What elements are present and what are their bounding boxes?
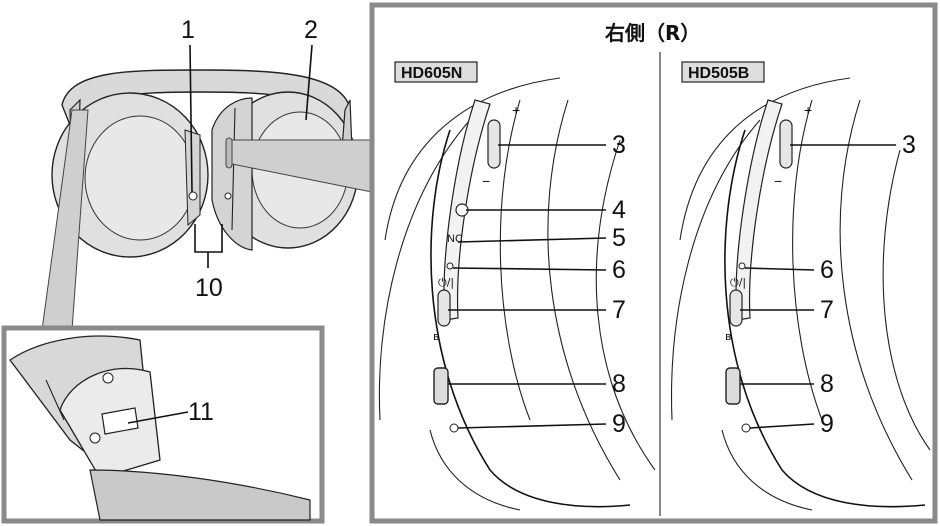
- bluetooth-icon: ʙ: [433, 330, 439, 343]
- hd605n-callout-9: 9: [612, 410, 626, 438]
- hd505b-callout-8: 8: [820, 370, 834, 398]
- model-label-hd505b: HD505B: [688, 65, 749, 82]
- hd605n-callout-3: 3: [612, 131, 626, 159]
- hd605n-callout-7: 7: [612, 296, 626, 324]
- callout-11: 11: [188, 398, 214, 426]
- hd605n-callout-5: 5: [612, 224, 626, 252]
- power-symbol-b: ⏻/|: [730, 276, 746, 289]
- panel-title: 右側（R）: [605, 21, 700, 45]
- minus-symbol-b: −: [774, 173, 782, 189]
- hd505b-callout-6: 6: [820, 256, 834, 284]
- hd505b-callout-7: 7: [820, 296, 834, 324]
- model-label-hd605n: HD605N: [401, 65, 462, 82]
- hd605n-callout-8: 8: [612, 370, 626, 398]
- plus-symbol: +: [512, 102, 520, 118]
- hd505b-callout-9: 9: [820, 410, 834, 438]
- minus-symbol: −: [482, 173, 490, 189]
- power-symbol: ⏻/|: [438, 276, 454, 289]
- nc-symbol: NC: [447, 233, 463, 245]
- hd605n-earcup: + − NC ⏻/| ʙ: [378, 77, 656, 511]
- hd605n-callout-6: 6: [612, 256, 626, 284]
- model-badge-hd605n: [394, 61, 478, 83]
- hd505b-callout-3: 3: [902, 131, 916, 159]
- callout-10: 10: [195, 274, 223, 302]
- callout-2: 2: [304, 16, 318, 44]
- bluetooth-icon-b: ʙ: [725, 330, 731, 343]
- callout-1: 1: [181, 16, 195, 44]
- plus-symbol-b: +: [804, 102, 812, 118]
- inset-illustration: [9, 335, 311, 521]
- hd605n-callout-4: 4: [612, 196, 626, 224]
- model-badge-hd505b: [681, 61, 765, 83]
